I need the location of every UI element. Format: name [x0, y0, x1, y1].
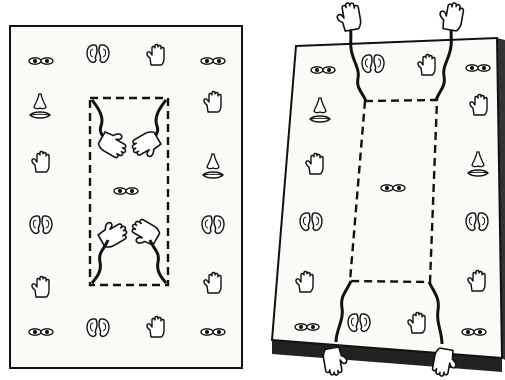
tilted-game-board	[272, 1, 505, 378]
hand-icon	[335, 1, 362, 32]
hand-icon	[438, 1, 465, 32]
tilted-board-outline	[272, 38, 502, 358]
flat-game-board	[10, 26, 242, 368]
flat-board-outline	[10, 26, 242, 368]
